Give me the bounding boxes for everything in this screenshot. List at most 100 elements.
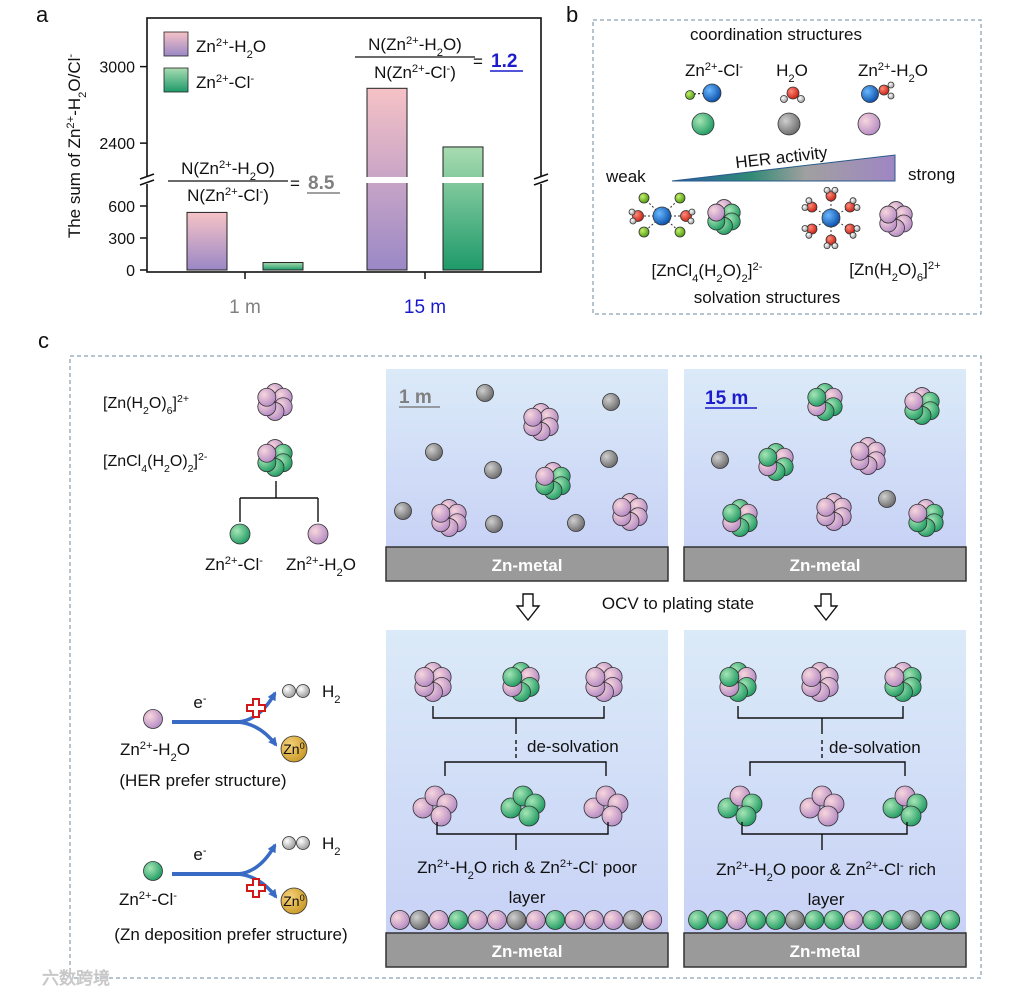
ratio-15m-denominator-part: N(Zn [374,63,412,82]
legend-zn-h2o-label-part: -H [319,555,337,574]
h2-label: H2 [322,682,341,706]
layer-15m-label-part: 2 [767,872,773,884]
cluster-15m [904,387,940,425]
zn-metal-15m-plating [683,932,967,968]
pink-ion [257,443,277,463]
pink-ion [601,805,623,827]
h-atom [823,186,831,194]
blocked-path-cross [246,698,266,718]
legend-label-part: 2+ [216,73,229,85]
h2-label-part: 2 [334,694,340,706]
h-atom [805,231,813,239]
bracket [436,822,609,835]
water-molecule [878,490,896,508]
pink-ion [414,667,435,687]
cluster-1m [431,499,467,537]
legend-label-part: -H [229,37,247,56]
pink-ion [884,667,905,687]
surface-green-ion [920,910,941,930]
y-tick-label: 300 [108,231,135,248]
ratio-15m-denominator: N(Zn2+-Cl-) [374,63,456,82]
bracket [444,761,607,776]
layer-1m-label-part: O rich & Zn [474,858,560,877]
pink-ion [908,503,928,523]
bracket [432,706,605,719]
axis-break-mark [139,173,155,180]
h-atom [849,197,857,205]
y-axis-label: The sum of Zn2+-H2O/Cl- [65,54,89,239]
species-h2o-label-part: O [795,61,808,80]
surface-green-ion [765,910,786,930]
legend-znh2o6-cluster [257,383,293,421]
pink-ion [816,497,836,517]
legend-znh2o6-label: [Zn(H2O)6]2+ [103,393,189,417]
ratio-1m-equals: = [290,174,300,193]
layer-15m-label: Zn2+-H2O poor & Zn2+-Cl- rich [716,860,936,884]
green-ion [722,503,742,523]
legend-zncl4-label-part: ] [194,453,198,470]
box-15m-label: 15 m [705,388,748,409]
h-atom [801,225,809,232]
legend-zncl4-label-part: 4 [141,463,147,475]
surface-grey-ion [409,910,430,930]
cluster-1m [535,462,571,500]
h-atom [687,217,695,225]
legend-znh2o6-label-part: [Zn(H [103,395,143,412]
cluster-15m [908,499,944,537]
species-zn-cl-label-part: 2+ [705,61,718,73]
layer-1m-label-part: - [594,858,598,870]
solvation-znh2o6-label-part: 2+ [928,260,941,272]
h-atom [282,684,296,698]
surface-pink-ion [390,910,410,930]
layer-1m-label-part: poor [598,858,637,877]
legend-label: Zn2+-H2O [196,37,266,61]
zn-atom [861,85,879,103]
pink-ion [707,203,726,222]
ratio-15m-numerator-part: N(Zn [368,35,406,54]
water-molecule [484,461,502,479]
zn-metal-1m-ocv [385,546,669,582]
y-axis-label-part: The sum of Zn [65,129,84,239]
her-species-label-part: -H [153,740,171,759]
zn0-label: Zn0 [283,893,304,909]
legend-label-part: 2 [247,49,253,61]
water-molecule [476,384,494,402]
h-atom [887,81,895,89]
pink-ion [585,667,606,687]
zn-metal-label: Zn-metal [790,942,861,961]
h-atom [688,208,696,216]
zn-metal-label: Zn-metal [790,556,861,575]
surface-green-ion [707,910,728,930]
species-zn-h2o-label-part: Zn [858,61,878,80]
zn-atom [702,83,722,103]
desolvation-15m [717,706,928,850]
y-axis-label-part: 2+ [65,116,77,129]
h-atom [831,242,839,250]
pink-ion [430,805,452,827]
h-atom [823,242,831,250]
legend-znh2o6-label-part: 2+ [177,393,189,405]
green-ion [900,805,922,827]
solvation-zncl4-label-part: ] [748,261,753,280]
y-tick-label: 3000 [99,60,135,77]
surface-green-ion [862,910,883,930]
chart-panel-a [139,17,549,279]
reaction-her-species-ball [143,709,163,729]
pink-ion [850,441,870,461]
species-zn-h2o-label: Zn2+-H2O [858,61,928,85]
desolvation-1m [412,706,629,850]
legend-zncl4-label: [ZnCl4(H2O)2]2- [103,451,208,475]
panel-letter-b: b [566,2,578,27]
o-atom [878,84,890,96]
h-atom [849,231,857,239]
znh2o6-cluster [879,201,913,237]
layer-15m-word: layer [808,890,845,909]
legend-zn-cl-label-part: - [259,555,263,567]
legend-zncl4-cluster [257,439,293,477]
species-zn-cl-label-part: Zn [685,61,705,80]
zn0-label-part: Zn [283,741,299,757]
surface-grey-ion [506,910,527,930]
pink-ion [817,805,839,827]
solvation-znh2o6-label-part: 6 [917,272,923,284]
molecule-h2o [780,86,805,103]
